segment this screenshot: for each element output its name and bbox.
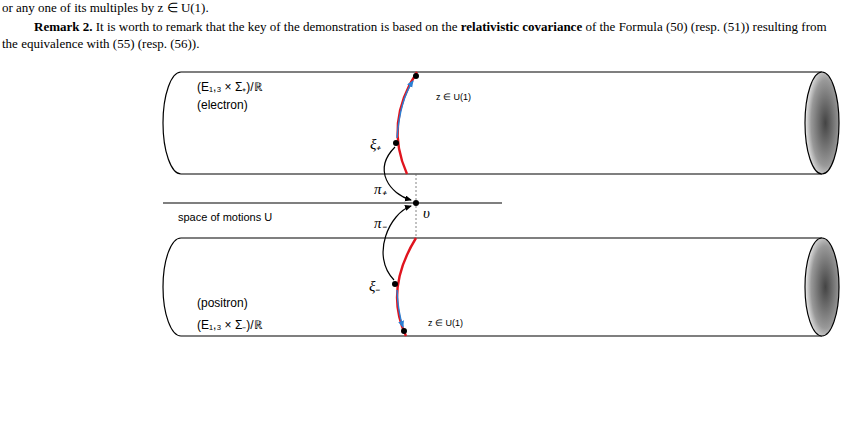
point-label: ξ₋: [369, 275, 380, 295]
remark-heading: Remark 2.: [34, 19, 93, 34]
point-label: ξ₊: [370, 133, 381, 153]
body-text: or any one of its multiples by z ∈ U(1).: [2, 0, 209, 16]
cylinder-label: (E₁,₃ × Σ₋)/ℝ: [197, 316, 263, 333]
cylinder-label: (positron): [197, 296, 248, 310]
projection-label: π₊: [374, 178, 387, 198]
cylinder-region: (positron) (E₁,₃ × Σ₋)/ℝ: [163, 238, 803, 336]
u1-label: z ∈ U(1): [436, 92, 471, 102]
body-text: relativistic covariance: [461, 19, 582, 34]
motion-space: [163, 147, 502, 280]
line-label: space of motions U: [178, 211, 272, 223]
electron-cylinder: [163, 72, 839, 174]
u1-label: z ∈ U(1): [428, 318, 463, 328]
body-text: It is worth to remark that the key of th…: [96, 19, 458, 34]
projection-label: π₋: [374, 212, 387, 232]
cylinder-label: (E₁,₃ × Σ₊)/ℝ: [197, 78, 263, 95]
cylinder-label: (electron): [197, 98, 248, 112]
cylinder-region: (E₁,₃ × Σ₊)/ℝ (electron): [163, 72, 803, 174]
point-label: υ: [423, 205, 430, 222]
positron-cylinder: [163, 238, 839, 336]
remark-paragraph: Remark 2. It is worth to remark that the…: [2, 18, 843, 52]
